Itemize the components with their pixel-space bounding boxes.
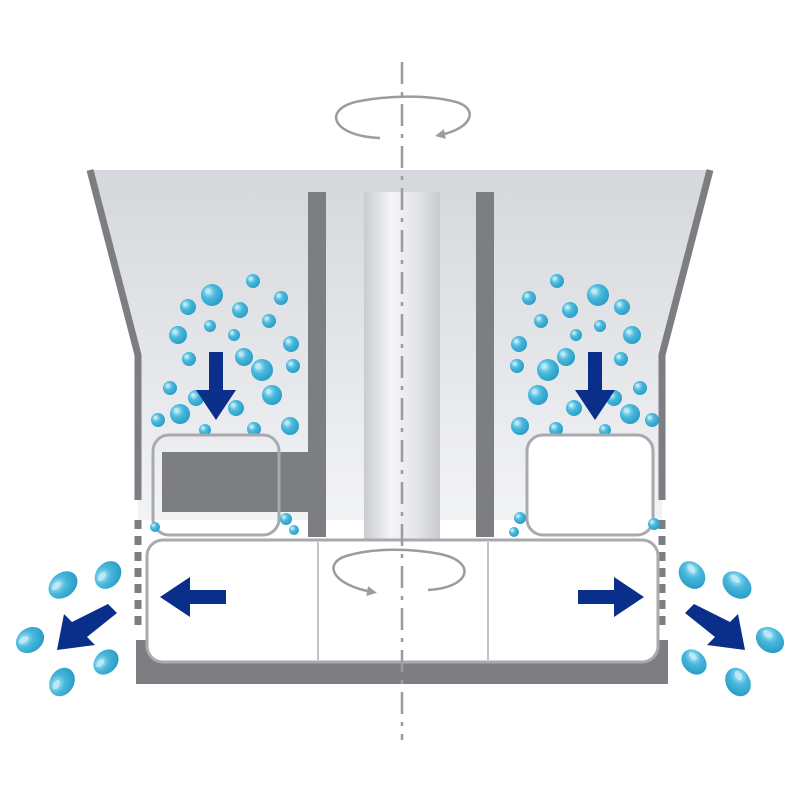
bubble-icon [623, 326, 641, 344]
right-discharge-arrow [685, 604, 745, 650]
right-blade-block [525, 433, 655, 537]
bubble-icon [570, 329, 582, 341]
left-arm [162, 452, 324, 512]
bubble-icon [528, 385, 548, 405]
droplet-icon [94, 561, 122, 589]
bubble-icon [235, 348, 253, 366]
droplet-icon [755, 626, 785, 654]
bubble-icon [232, 302, 248, 318]
bubble-icon [151, 413, 165, 427]
bubble-icon [522, 291, 536, 305]
droplet-icon [678, 561, 706, 589]
bubble-icon [511, 417, 529, 435]
rotation-arrow-icon [332, 548, 466, 596]
droplet-icon [15, 626, 45, 654]
left-sleeve [308, 192, 326, 537]
bubble-icon [251, 359, 273, 381]
rotation-arrow-icon [335, 95, 471, 140]
droplet-icon [49, 667, 75, 697]
droplet-icon [48, 571, 78, 599]
bubble-icon [169, 326, 187, 344]
flow-arrow-icon [196, 352, 236, 420]
bubble-icon [557, 348, 575, 366]
bubble-icon [614, 299, 630, 315]
left-inflow-arrow [196, 352, 236, 420]
bubble-icon [549, 422, 563, 436]
bubble-cluster-left [151, 274, 300, 436]
bubble-icon [199, 424, 211, 436]
bubble-icon [246, 274, 260, 288]
flow-arrow-icon [57, 604, 117, 650]
bubble-icon [170, 404, 190, 424]
housing-left-wall [86, 169, 142, 500]
bubble-icon [289, 525, 299, 535]
inner-sleeves [308, 192, 494, 537]
right-outflow-arrow [578, 577, 644, 617]
bubble-icon [163, 381, 177, 395]
bubble-icon [262, 385, 282, 405]
left-outflow-arrow [160, 577, 226, 617]
droplet-icon [681, 649, 707, 675]
bubble-icon [509, 527, 519, 537]
bubble-icon [274, 291, 288, 305]
droplet-group-right [678, 561, 785, 697]
top-rotation-arc-back [335, 95, 471, 140]
bubble-icon [550, 274, 564, 288]
bubble-icon [633, 381, 647, 395]
flow-arrow-icon [685, 604, 745, 650]
bubble-icon [286, 359, 300, 373]
bubble-icon [262, 314, 276, 328]
flow-arrow-icon [160, 577, 226, 617]
bubble-icon [281, 417, 299, 435]
housing-right-wall [658, 169, 714, 500]
left-blade-block [151, 433, 281, 537]
bubble-icon [247, 422, 261, 436]
droplet-icon [725, 667, 751, 697]
right-inflow-arrow [575, 352, 615, 420]
bubble-icon [587, 284, 609, 306]
bubble-icon [534, 314, 548, 328]
bubble-icon [510, 359, 524, 373]
bubble-icon [182, 352, 196, 366]
bubble-icon [283, 336, 299, 352]
droplet-group-left [15, 561, 122, 697]
droplet-icon [722, 571, 752, 599]
bubble-cluster-gap [150, 512, 660, 537]
rotor-rotation-arc [332, 548, 466, 596]
bubble-icon [514, 512, 526, 524]
right-sleeve [476, 192, 494, 537]
bubble-icon [180, 299, 196, 315]
bubble-icon [648, 518, 660, 530]
bubble-icon [228, 400, 244, 416]
bubble-icon [150, 522, 160, 532]
bubble-cluster-right [510, 274, 659, 436]
bubble-icon [228, 329, 240, 341]
bubble-icon [599, 424, 611, 436]
bubble-icon [562, 302, 578, 318]
flow-arrow-icon [575, 352, 615, 420]
bubble-icon [537, 359, 559, 381]
left-discharge-arrow [57, 604, 117, 650]
bubble-icon [511, 336, 527, 352]
bubble-icon [620, 404, 640, 424]
bubble-icon [645, 413, 659, 427]
bubble-icon [204, 320, 216, 332]
droplet-icon [93, 649, 119, 675]
bubble-icon [566, 400, 582, 416]
flow-arrow-icon [578, 577, 644, 617]
bubble-icon [614, 352, 628, 366]
bubble-icon [201, 284, 223, 306]
bubble-icon [280, 513, 292, 525]
bubble-icon [594, 320, 606, 332]
